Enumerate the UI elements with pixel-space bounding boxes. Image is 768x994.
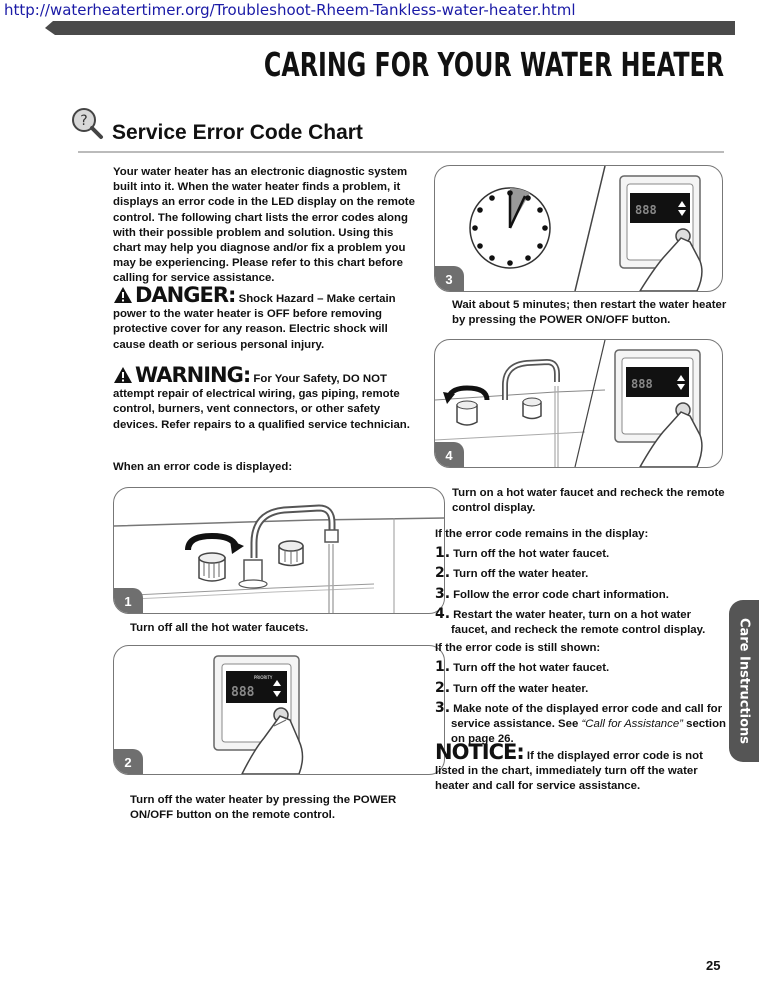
rotate-arrow-icon bbox=[443, 385, 490, 404]
step-3-illustration: 888 3 bbox=[434, 165, 723, 292]
step-2-badge: 2 bbox=[114, 749, 143, 774]
care-instructions-tab[interactable]: Care Instructions bbox=[729, 600, 759, 762]
list-item: 3.Make note of the displayed error code … bbox=[435, 699, 727, 746]
step-2-illustration: PRIORITY 888 2 bbox=[113, 645, 445, 775]
clock-remote-illustration: 888 bbox=[469, 166, 703, 291]
danger-bold: OFF bbox=[266, 308, 290, 321]
if-still-title: If the error code is still shown: bbox=[435, 642, 601, 655]
led-display: 888 bbox=[231, 685, 255, 700]
list-item: 2.Turn off the water heater. bbox=[435, 565, 589, 582]
warning-triangle-icon bbox=[114, 287, 132, 303]
step-4-badge: 4 bbox=[435, 442, 464, 467]
step-2-caption: Turn off the water heater by pressing th… bbox=[130, 794, 397, 822]
page-number: 25 bbox=[706, 958, 721, 973]
list-item: 2.Turn off the water heater. bbox=[435, 679, 589, 696]
step-4-illustration: 888 4 bbox=[434, 339, 723, 468]
danger-notice: DANGER: Shock Hazard – Make certain powe… bbox=[113, 283, 413, 353]
notice-block: NOTICE: If the displayed error code is n… bbox=[435, 742, 727, 795]
list-item: 4.Restart the water heater, turn on a ho… bbox=[435, 605, 706, 637]
source-url-link[interactable]: http://waterheatertimer.org/Troubleshoot… bbox=[4, 1, 576, 19]
side-tab-label: Care Instructions bbox=[736, 617, 752, 745]
warning-triangle-icon bbox=[114, 367, 132, 383]
step-3-badge: 3 bbox=[435, 266, 464, 291]
if-remains-title: If the error code remains in the display… bbox=[435, 528, 649, 540]
faucet-remote-illustration: 888 bbox=[435, 340, 703, 467]
step-4-caption: Turn on a hot water faucet and recheck t… bbox=[452, 487, 725, 515]
error-instructions: If the error code remains in the display… bbox=[435, 527, 730, 747]
warning-subheading: For Your Safety, DO NOT bbox=[253, 373, 387, 385]
section-heading: Service Error Code Chart bbox=[112, 121, 363, 144]
step-3-caption: Wait about 5 minutes; then restart the w… bbox=[452, 299, 727, 327]
warning-text: attempt repair of electrical wiring, gas… bbox=[113, 388, 410, 431]
notice-heading: NOTICE: bbox=[435, 740, 525, 764]
hot-faucet-knob bbox=[198, 552, 226, 582]
warning-notice: WARNING: For Your Safety, DO NOT attempt… bbox=[113, 363, 413, 433]
step-1-caption: Turn off all the hot water faucets. bbox=[130, 622, 309, 634]
notice-text: If the displayed error code is not liste… bbox=[435, 750, 703, 793]
divider bbox=[78, 151, 724, 153]
when-displayed-label: When an error code is displayed: bbox=[113, 461, 293, 473]
warning-heading: WARNING: bbox=[135, 363, 251, 387]
led-display: 888 bbox=[631, 377, 653, 391]
danger-text-1: power to the water heater is bbox=[113, 308, 267, 321]
remote-label: PRIORITY bbox=[254, 675, 273, 680]
cold-faucet-knob bbox=[278, 540, 304, 567]
call-for-assistance-ref: “Call for Assistance” bbox=[581, 718, 683, 731]
page-title: CARING FOR YOUR WATER HEATER bbox=[263, 45, 724, 84]
danger-subheading: Shock Hazard – Make certain bbox=[238, 293, 396, 305]
danger-text-2: before removing protective cover for any… bbox=[113, 308, 388, 351]
header-bar bbox=[45, 21, 735, 35]
intro-paragraph: Your water heater has an electronic diag… bbox=[113, 166, 415, 285]
step-1-illustration: 1 bbox=[113, 487, 445, 614]
list-item: 1.Turn off the hot water faucet. bbox=[435, 659, 610, 676]
list-item: 3.Follow the error code chart informatio… bbox=[435, 585, 669, 602]
list-item: 1.Turn off the hot water faucet. bbox=[435, 545, 610, 562]
clock-icon bbox=[469, 187, 551, 269]
remote-press-illustration: PRIORITY 888 bbox=[213, 655, 304, 774]
faucet-illustration bbox=[114, 504, 444, 613]
magnifier-question-icon: ? bbox=[72, 108, 103, 139]
svg-text:?: ? bbox=[80, 113, 87, 129]
led-display: 888 bbox=[635, 203, 657, 217]
rotate-arrow-icon bbox=[185, 532, 244, 554]
step-1-badge: 1 bbox=[114, 588, 143, 613]
danger-heading: DANGER: bbox=[135, 283, 236, 307]
